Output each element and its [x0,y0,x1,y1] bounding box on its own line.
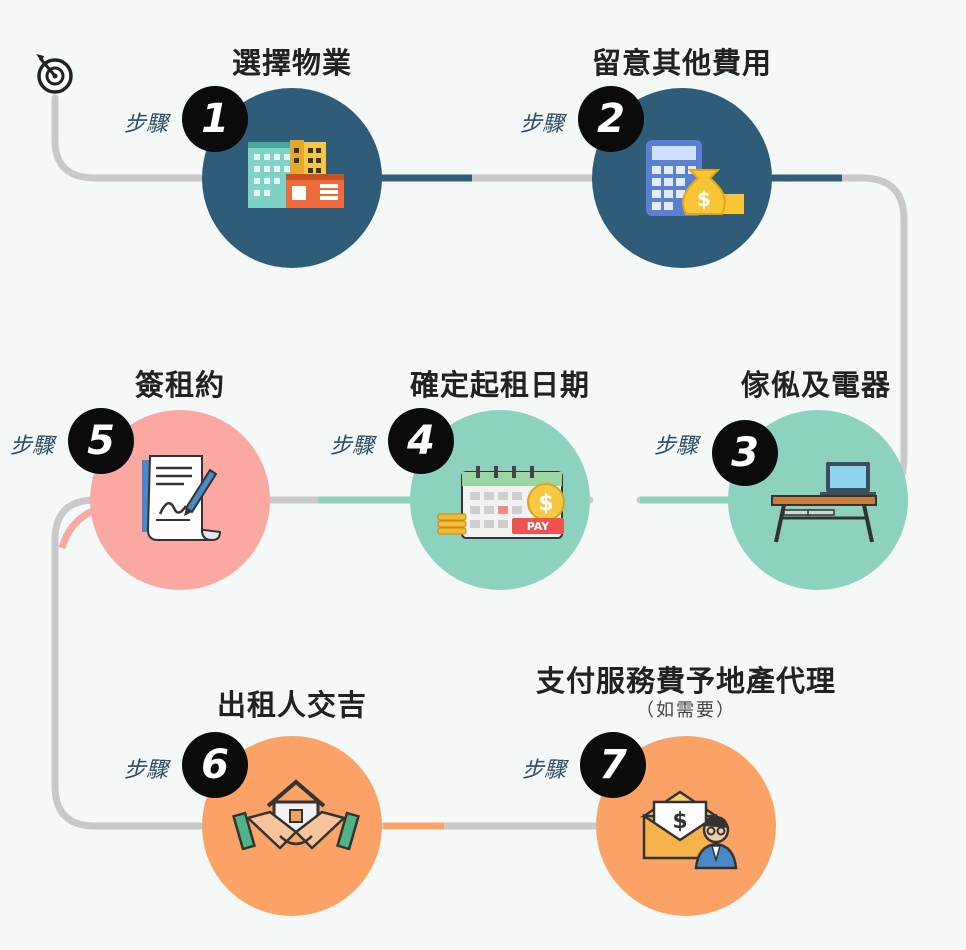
step-4-title: 確定起租日期 [409,368,590,402]
step-7-label: 步驟 [522,758,567,783]
target-icon [36,54,73,94]
step-3-title: 傢俬及電器 [740,368,891,402]
calendar-pay-icon: $ PAY [437,466,565,539]
step-7-title: 支付服務費予地產代理 [535,664,836,698]
calculator-money-icon: $ [646,140,744,216]
svg-text:$: $ [672,809,687,834]
step-4-label: 步驟 [330,434,375,459]
step-3-label: 步驟 [654,434,699,459]
desk-laptop-icon [771,462,877,543]
contract-pen-icon [142,455,222,542]
envelope-agent-icon: $ [639,790,738,870]
step-1-label: 步驟 [124,112,169,137]
step-7-number-badge: 7 [580,732,646,798]
step-5-number-badge: 5 [68,408,134,474]
buildings-icon [248,140,344,208]
house-handshake-icon [232,779,360,851]
step-6-title: 出租人交吉 [216,688,367,722]
step-7-subtitle: （如需要） [636,700,736,721]
step-4-number-badge: 4 [388,408,454,474]
step-6-number-badge: 6 [182,732,248,798]
step-1-number-badge: 1 [182,86,248,152]
step-2-title: 留意其他費用 [591,46,772,80]
step-2-label: 步驟 [520,112,565,137]
step-5-label: 步驟 [10,434,55,459]
track-accent-pink [58,506,97,550]
step-5-title: 簽租約 [134,368,225,402]
svg-text:$: $ [697,187,711,211]
step-6-label: 步驟 [124,758,169,783]
svg-text:$: $ [538,491,553,516]
step-1-title: 選擇物業 [231,46,352,80]
step-3-number-badge: 3 [712,420,778,486]
svg-text:PAY: PAY [527,520,551,533]
step-2-number-badge: 2 [578,86,644,152]
